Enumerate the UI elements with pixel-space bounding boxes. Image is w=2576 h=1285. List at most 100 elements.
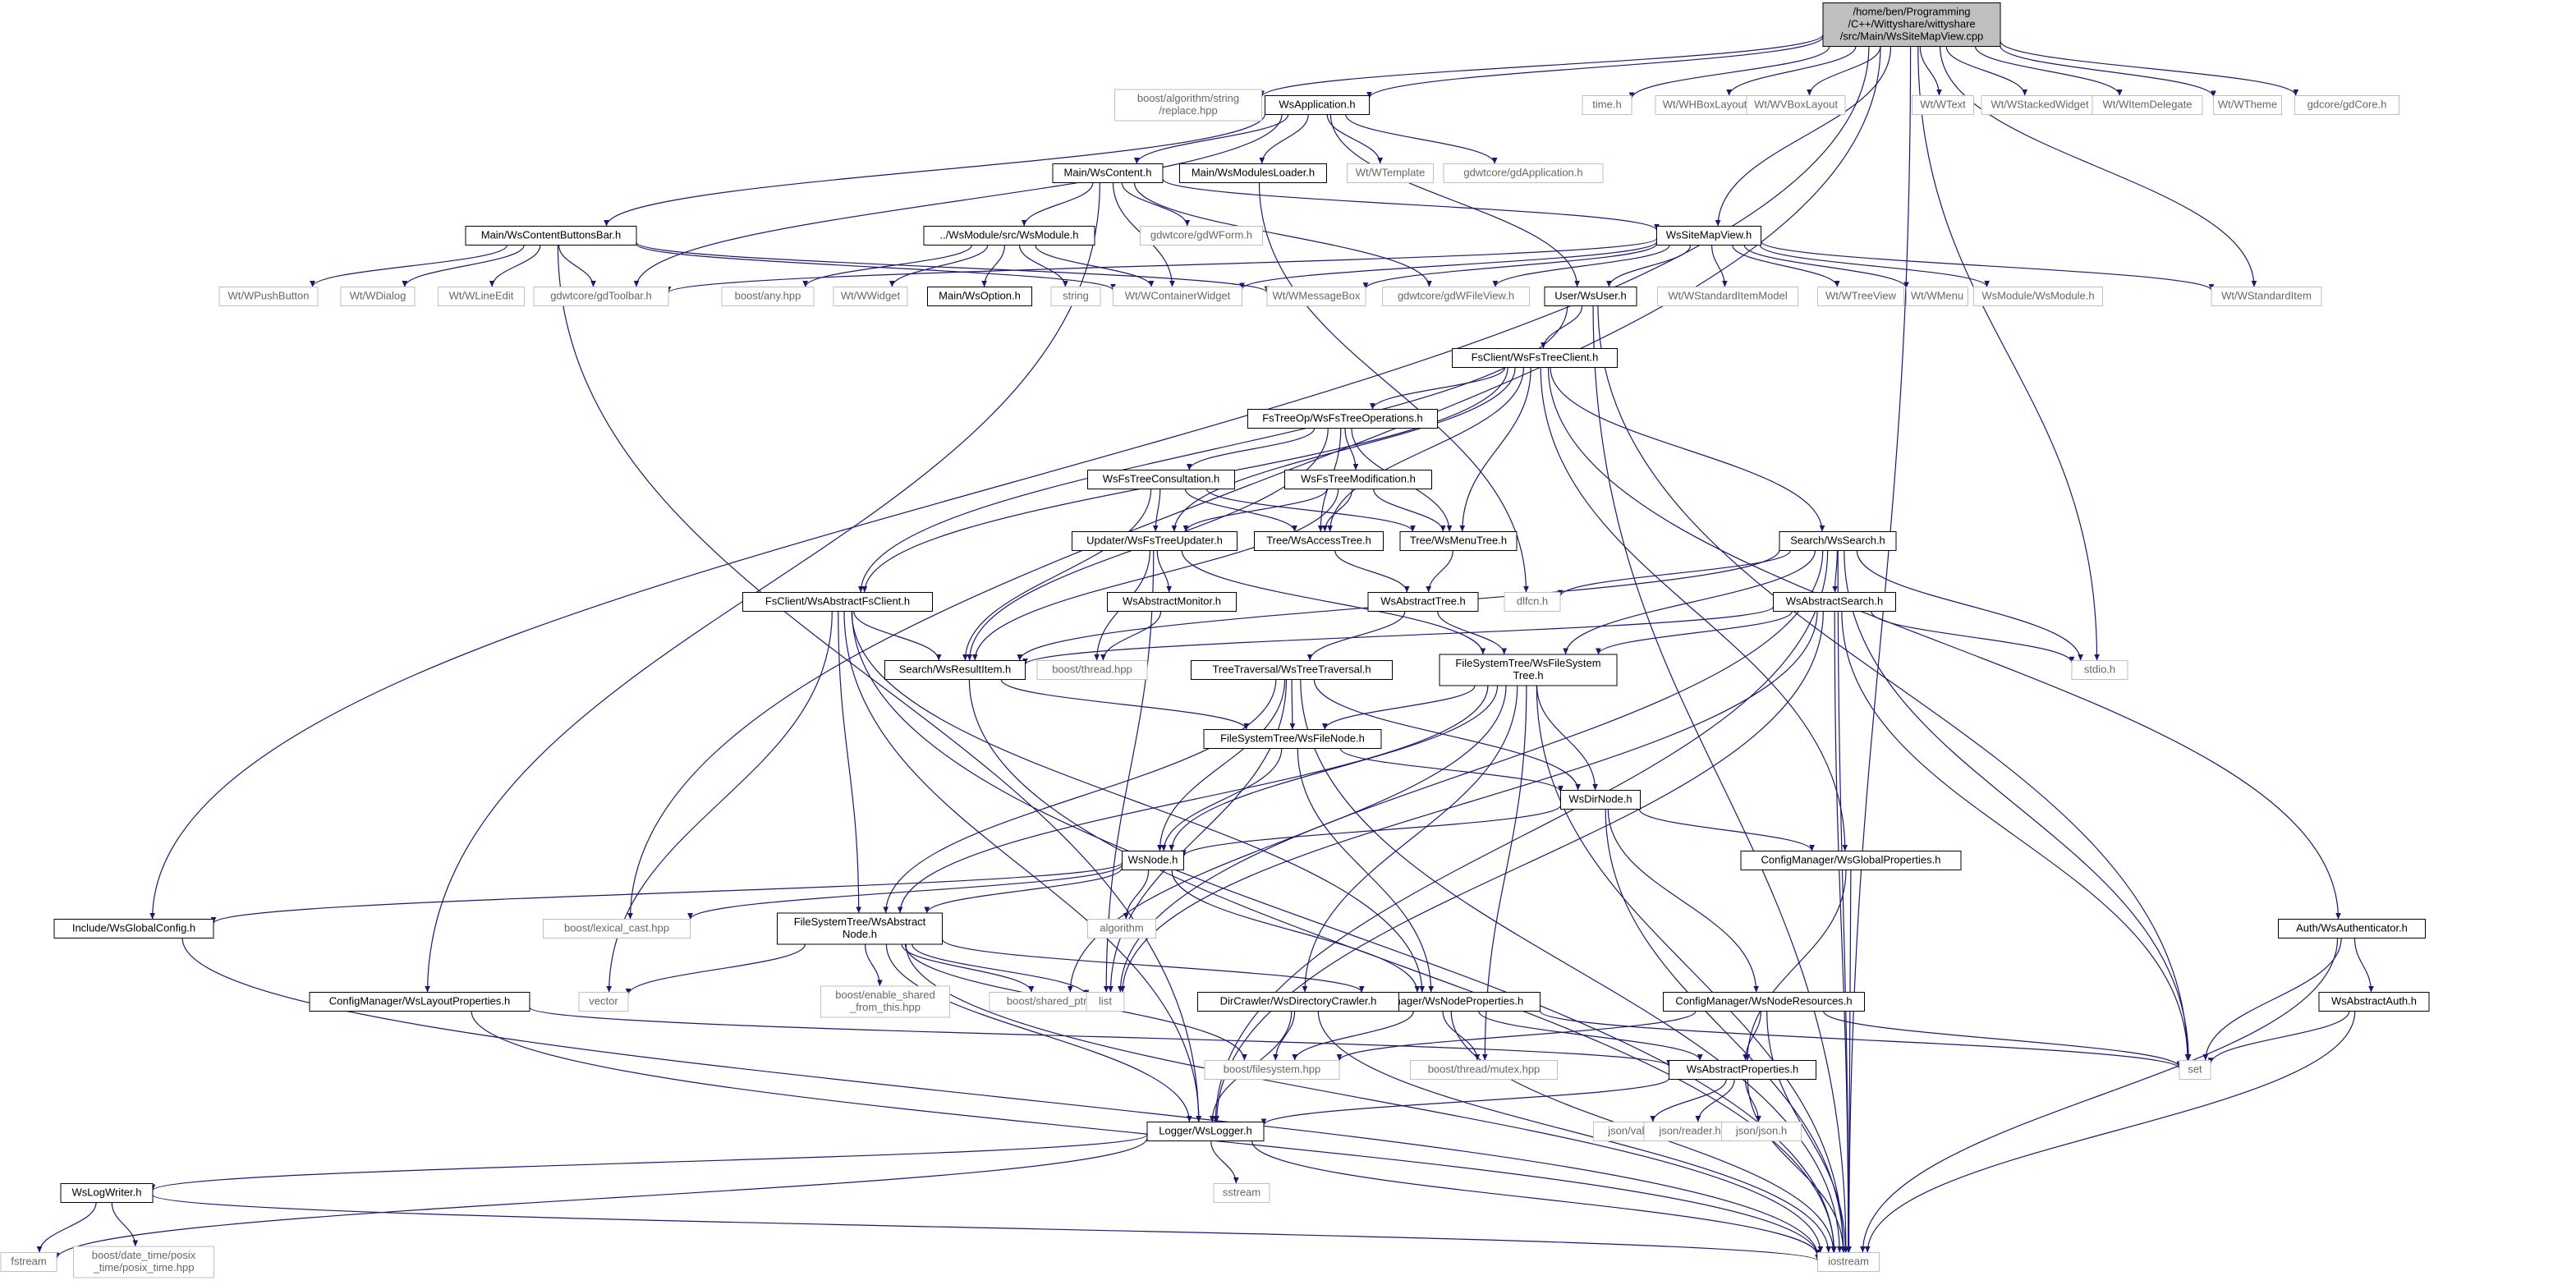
node-logger[interactable]: Logger/WsLogger.h bbox=[1146, 1122, 1265, 1141]
node-wsoption[interactable]: Main/WsOption.h bbox=[927, 287, 1032, 306]
node-box bbox=[1072, 531, 1237, 551]
node-box bbox=[1773, 592, 1896, 612]
edge-authenticator-to-iostream bbox=[1860, 938, 2339, 1253]
node-label: WsDirNode.h bbox=[1568, 793, 1632, 805]
edge-fstree-to-absnode bbox=[897, 685, 1489, 914]
node-label: gdwtcore/gdApplication.h bbox=[1463, 167, 1582, 179]
node-label: boost/algorithm/string bbox=[1137, 92, 1239, 104]
edge-noderes-to-filesystem bbox=[1336, 1011, 1697, 1061]
node-wsmodule[interactable]: ../WsModule/src/WsModule.h bbox=[923, 226, 1095, 246]
edge-abssearch-to-fstree bbox=[1596, 611, 1793, 655]
node-box bbox=[1140, 226, 1263, 246]
node-box bbox=[1204, 1060, 1340, 1080]
node-updater[interactable]: Updater/WsFsTreeUpdater.h bbox=[1072, 531, 1237, 551]
node-label: Tree/WsAccessTree.h bbox=[1266, 535, 1371, 547]
node-label: boost/lexical_cast.hpp bbox=[564, 922, 669, 934]
node-noderes[interactable]: ConfigManager/WsNodeResources.h bbox=[1663, 992, 1865, 1012]
node-box bbox=[1284, 470, 1432, 489]
node-box bbox=[884, 660, 1026, 680]
node-label: _time/posix_time.hpp bbox=[93, 1261, 195, 1274]
edge-absfsclient-to-resultitem bbox=[853, 611, 942, 661]
node-consult[interactable]: WsFsTreeConsultation.h bbox=[1087, 470, 1235, 489]
edge-authenticator-to-absauth bbox=[2353, 938, 2374, 993]
node-absfsclient[interactable]: FsClient/WsAbstractFsClient.h bbox=[742, 592, 933, 612]
edge-absauth-to-set bbox=[2207, 1011, 2350, 1064]
node-box bbox=[1265, 95, 1370, 115]
node-filenode[interactable]: FileSystemTree/WsFileNode.h bbox=[1203, 729, 1382, 749]
node-search[interactable]: Search/WsSearch.h bbox=[1779, 531, 1897, 551]
node-box bbox=[1213, 1183, 1270, 1203]
node-dlfcn: dlfcn.h bbox=[1504, 592, 1561, 612]
node-gdapp: gdwtcore/gdApplication.h bbox=[1443, 163, 1604, 183]
node-absauth[interactable]: WsAbstractAuth.h bbox=[2318, 992, 2430, 1012]
edge-fsclient-to-globalprops bbox=[1540, 367, 1848, 851]
node-wsnode[interactable]: WsNode.h bbox=[1122, 851, 1184, 870]
node-label: FsClient/WsAbstractFsClient.h bbox=[765, 595, 910, 608]
node-box bbox=[1973, 287, 2103, 306]
node-iostream: iostream bbox=[1817, 1252, 1880, 1272]
edge-buttonsbar-to-wpush bbox=[310, 245, 508, 287]
node-abssearch[interactable]: WsAbstractSearch.h bbox=[1773, 592, 1896, 612]
edge-wsuser-to-iostream bbox=[1592, 305, 1849, 1253]
node-menutree[interactable]: Tree/WsMenuTree.h bbox=[1399, 531, 1518, 551]
node-box bbox=[742, 592, 933, 612]
edge-layer bbox=[36, 34, 2374, 1261]
node-fstreeops[interactable]: FsTreeOp/WsFsTreeOperations.h bbox=[1247, 409, 1438, 429]
node-box bbox=[1669, 1060, 1816, 1080]
node-box bbox=[1721, 1122, 1802, 1141]
node-box bbox=[438, 287, 525, 306]
edge-abssearch-to-resultitem bbox=[1022, 606, 1775, 665]
node-wsuser[interactable]: User/WsUser.h bbox=[1544, 287, 1637, 306]
node-posixtime: boost/date_time/posix_time/posix_time.hp… bbox=[73, 1246, 214, 1278]
node-label: Tree/WsMenuTree.h bbox=[1410, 535, 1507, 547]
node-label: /replace.hpp bbox=[1159, 104, 1218, 117]
node-layoutprops[interactable]: ConfigManager/WsLayoutProperties.h bbox=[309, 992, 530, 1012]
node-box bbox=[820, 985, 950, 1018]
node-modloader[interactable]: Main/WsModulesLoader.h bbox=[1179, 163, 1327, 183]
node-dirnode[interactable]: WsDirNode.h bbox=[1560, 790, 1641, 810]
node-wlineedit: Wt/WLineEdit bbox=[438, 287, 525, 306]
node-label: time.h bbox=[1592, 99, 1621, 111]
node-globalprops[interactable]: ConfigManager/WsGlobalProperties.h bbox=[1740, 851, 1962, 870]
node-dircrawler[interactable]: DirCrawler/WsDirectoryCrawler.h bbox=[1197, 992, 1399, 1012]
node-label: Logger/WsLogger.h bbox=[1159, 1125, 1251, 1137]
node-absprops[interactable]: WsAbstractProperties.h bbox=[1669, 1060, 1816, 1080]
node-root[interactable]: /home/ben/Programming/C++/Wittyshare/wit… bbox=[1822, 2, 2001, 47]
node-label: Auth/WsAuthenticator.h bbox=[2296, 922, 2408, 934]
node-authenticator[interactable]: Auth/WsAuthenticator.h bbox=[2278, 919, 2426, 939]
edge-absauth-to-iostream bbox=[1864, 1011, 2356, 1253]
node-absmonitor[interactable]: WsAbstractMonitor.h bbox=[1107, 592, 1237, 612]
node-label: FsClient/WsFsTreeClient.h bbox=[1472, 351, 1599, 364]
node-label: /src/Main/WsSiteMapView.cpp bbox=[1840, 30, 1984, 43]
node-fsclient[interactable]: FsClient/WsFsTreeClient.h bbox=[1452, 348, 1618, 368]
node-box bbox=[309, 992, 530, 1012]
node-sitemapview[interactable]: WsSiteMapView.h bbox=[1656, 226, 1761, 246]
node-label: WsApplication.h bbox=[1279, 99, 1355, 111]
node-wstditemmodel: Wt/WStandardItemModel bbox=[1657, 287, 1798, 306]
node-label: WsAbstractSearch.h bbox=[1786, 595, 1884, 608]
node-box bbox=[1191, 660, 1393, 680]
node-buttonsbar[interactable]: Main/WsContentButtonsBar.h bbox=[465, 226, 637, 246]
node-jsonjson: json/json.h bbox=[1721, 1122, 1802, 1141]
node-resultitem[interactable]: Search/WsResultItem.h bbox=[884, 660, 1026, 680]
node-abstree[interactable]: WsAbstractTree.h bbox=[1367, 592, 1479, 612]
node-wsapp[interactable]: WsApplication.h bbox=[1265, 95, 1370, 115]
node-wmenu: Wt/WMenu bbox=[1906, 287, 1968, 306]
node-modif[interactable]: WsFsTreeModification.h bbox=[1284, 470, 1432, 489]
node-box bbox=[1266, 287, 1366, 306]
node-wtemplate: Wt/WTemplate bbox=[1347, 163, 1434, 183]
edge-buttonsbar-to-wcontainer bbox=[636, 243, 1116, 291]
edge-absprops-to-jsonreader bbox=[1695, 1079, 1735, 1122]
node-accesstree[interactable]: Tree/WsAccessTree.h bbox=[1254, 531, 1384, 551]
edge-abssearch-to-logger bbox=[1214, 611, 1824, 1122]
node-logwriter[interactable]: WsLogWriter.h bbox=[60, 1183, 154, 1203]
node-treetrav[interactable]: TreeTraversal/WsTreeTraversal.h bbox=[1191, 660, 1393, 680]
edge-search-to-set bbox=[1844, 550, 2192, 1061]
node-content[interactable]: Main/WsContent.h bbox=[1052, 163, 1164, 183]
node-globalconfig[interactable]: Include/WsGlobalConfig.h bbox=[53, 919, 214, 939]
node-label: Main/WsOption.h bbox=[939, 290, 1021, 302]
node-label: /C++/Wittyshare/wittyshare bbox=[1848, 18, 1975, 30]
